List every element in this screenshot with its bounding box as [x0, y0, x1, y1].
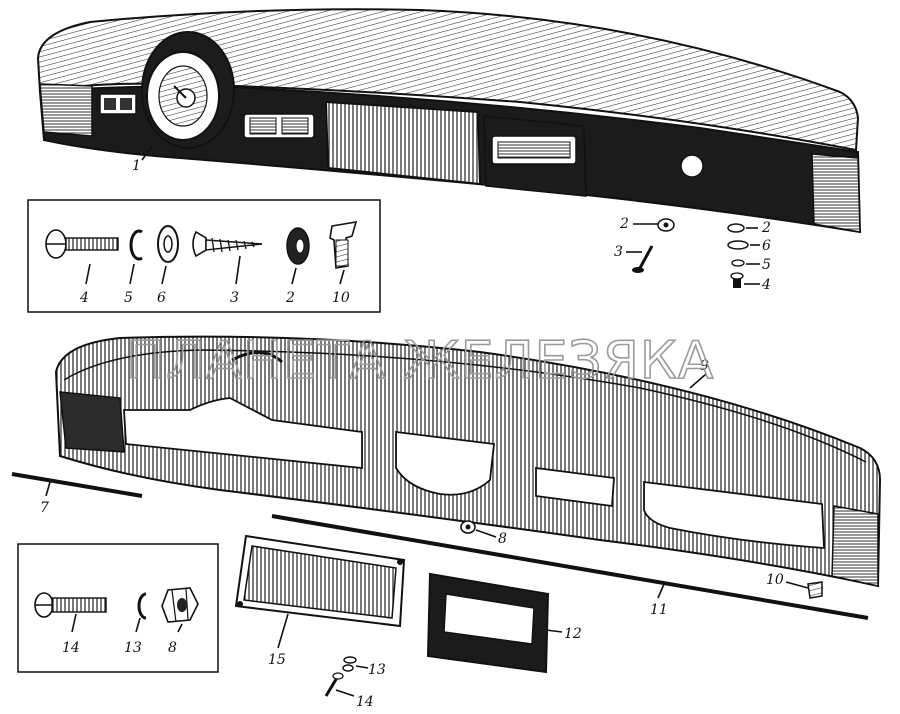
- inset2-label-13: 13: [124, 640, 142, 656]
- spring-washer-icon: [129, 229, 143, 261]
- callout-3a: 3: [614, 244, 623, 260]
- inset1-label-5: 5: [124, 290, 133, 306]
- callout-7: 7: [40, 500, 49, 516]
- inset1-label-2: 2: [285, 290, 295, 306]
- washer-icon: [727, 240, 749, 250]
- callout-15: 15: [268, 652, 286, 668]
- rod-11: [271, 514, 869, 620]
- callout-2b: 2: [761, 220, 771, 236]
- callout-4b: 4: [761, 277, 771, 293]
- callout-12: 12: [564, 626, 582, 642]
- clip-icon: [807, 581, 823, 599]
- fastener-inset-2: 14 13 8: [17, 543, 219, 673]
- panel-frame: [54, 335, 882, 588]
- cutout-speedometer: [123, 397, 363, 469]
- cutout-glovebox: [643, 480, 825, 549]
- callout-5b: 5: [762, 257, 771, 273]
- radio-frame-12: [426, 572, 550, 674]
- speedometer-gauge: [141, 31, 235, 149]
- screw-icon: [638, 245, 654, 269]
- callout-10: 10: [766, 572, 784, 588]
- spring-washer-icon: [343, 656, 357, 664]
- instrument-panel-assembly: [36, 8, 862, 234]
- inset2-label-14: 14: [62, 640, 80, 656]
- callout-1: 1: [132, 158, 141, 174]
- inset1-label-4: 4: [79, 290, 89, 306]
- right-hardware-group: 2 3 2 6 5 4: [614, 216, 771, 293]
- cutout-radio: [535, 466, 615, 508]
- nut-icon: [727, 223, 745, 233]
- callout-2a: 2: [619, 216, 629, 232]
- grille-15: [234, 534, 406, 628]
- callout-14: 14: [356, 694, 374, 710]
- inset1-label-6: 6: [157, 290, 166, 306]
- callout-8: 8: [498, 531, 507, 547]
- inset1-label-3: 3: [230, 290, 239, 306]
- inset1-label-10: 10: [332, 290, 350, 306]
- watermark-text: ПЛАНЕТА ЖЕЛЕЗЯКА: [126, 331, 714, 391]
- tapping-screw-icon: [192, 230, 263, 258]
- cutout-grille: [395, 430, 495, 496]
- nut-icon: [161, 587, 199, 623]
- callout-11: 11: [650, 602, 668, 618]
- spring-washer-icon: [731, 259, 745, 267]
- bolt-icon: [733, 276, 741, 288]
- callout-13: 13: [368, 662, 386, 678]
- fastener-inset-1: 4 5 6 3 2 10: [27, 199, 381, 313]
- callout-9: 9: [700, 358, 709, 374]
- rod-7: [11, 472, 143, 498]
- glovebox-knob: [680, 154, 704, 178]
- callout-6b: 6: [762, 238, 771, 254]
- spring-washer-icon: [137, 592, 147, 620]
- inset2-label-8: 8: [168, 640, 177, 656]
- center-grille: [324, 100, 482, 186]
